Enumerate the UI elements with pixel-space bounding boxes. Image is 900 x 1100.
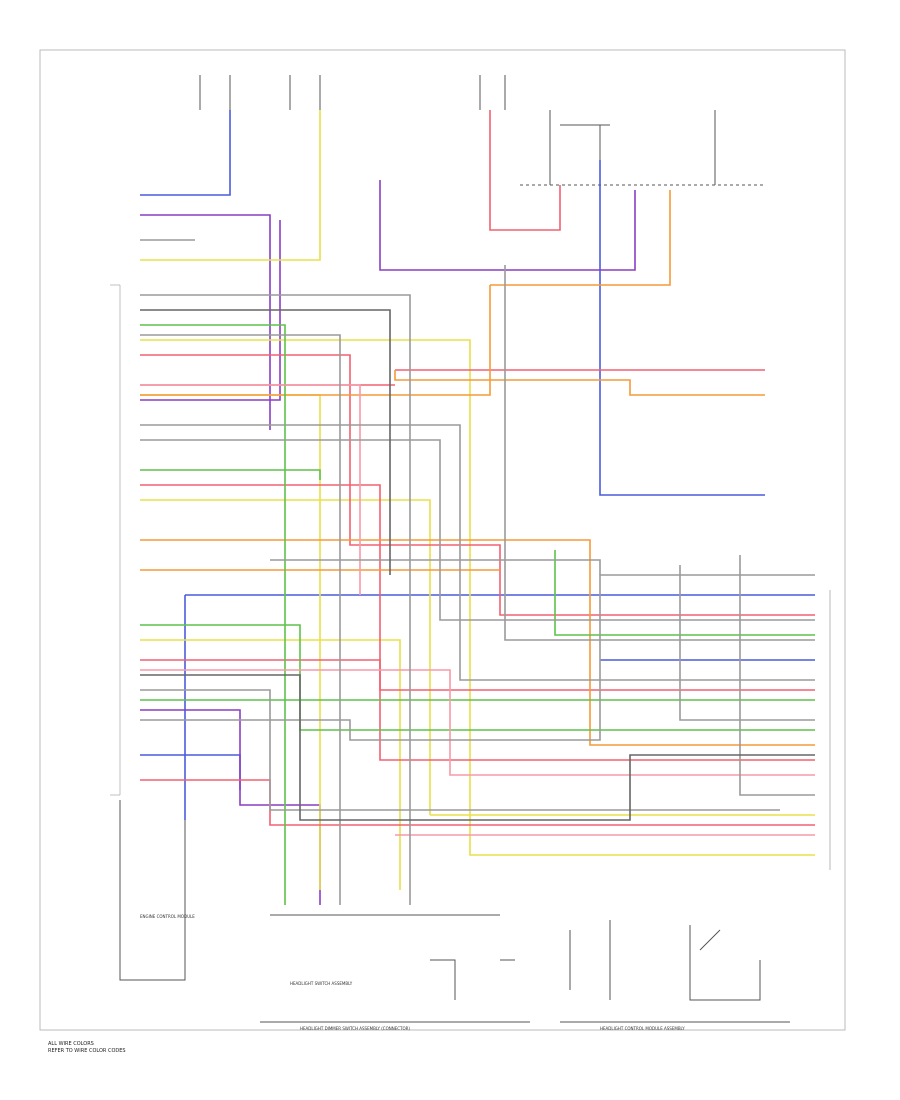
wire-blue-3: [184, 594, 815, 820]
wire-red-3: [140, 484, 815, 761]
wire-purple-1: [140, 214, 271, 430]
wire-harness: [140, 110, 815, 905]
ecm-label: ENGINE CONTROL MODULE: [140, 914, 195, 919]
wire-pink-1: [140, 669, 815, 776]
ecm-connector-pins: [110, 284, 121, 796]
wire-orange-3: [140, 539, 815, 746]
wire-darkgray-2: [140, 674, 815, 821]
wire-gray-8: [739, 555, 815, 796]
bottom-switches: [260, 914, 790, 1023]
wire-blue-1: [140, 110, 231, 196]
wire-darkgray-1: [140, 309, 391, 575]
wire-green-5: [554, 550, 815, 636]
top-components: [199, 75, 765, 186]
diagram-frame: [39, 49, 846, 1031]
wire-gray-7: [504, 265, 815, 641]
wire-green-1: [140, 324, 286, 905]
wire-gray-9: [679, 565, 815, 721]
wire-yellow-1: [140, 110, 321, 261]
wire-gray-6: [140, 574, 815, 741]
bottom-center-caption: HEADLIGHT DIMMER SWITCH ASSEMBLY (CONNEC…: [300, 1026, 410, 1031]
wire-blue-2: [599, 160, 765, 496]
wire-blue-4: [140, 754, 241, 790]
wire-gray-4: [140, 424, 815, 681]
wire-yellow-2: [140, 499, 431, 815]
wire-green-2: [140, 469, 321, 480]
wire-purple-4: [140, 709, 321, 905]
wire-gray-11: [140, 334, 341, 905]
wire-red-2: [140, 354, 815, 616]
wire-purple-2: [140, 220, 281, 401]
wire-red-1: [489, 110, 561, 231]
footer-line-2: REFER TO WIRE COLOR CODES: [48, 1048, 126, 1054]
bottom-right-caption: HEADLIGHT CONTROL MODULE ASSEMBLY: [600, 1026, 685, 1031]
wire-gray-2: [140, 294, 411, 905]
wire-orange-1: [490, 190, 671, 286]
wire-red-5: [140, 779, 815, 826]
wire-gray-10: [270, 559, 601, 575]
wire-orange-2: [140, 285, 491, 396]
wire-orange-5: [394, 370, 765, 396]
ecm-box: [119, 800, 186, 981]
wire-gray-3: [140, 439, 815, 621]
wire-yellow-6: [140, 339, 815, 856]
wire-yellow-4: [140, 639, 401, 890]
wire-red-4: [140, 659, 815, 691]
wire-gray-5: [140, 689, 780, 811]
wire-purple-3: [379, 180, 636, 271]
footer-line-1: ALL WIRE COLORS: [48, 1041, 94, 1047]
bottom-left-caption: HEADLIGHT SWITCH ASSEMBLY: [290, 981, 353, 986]
wire-pink-2: [140, 384, 361, 595]
